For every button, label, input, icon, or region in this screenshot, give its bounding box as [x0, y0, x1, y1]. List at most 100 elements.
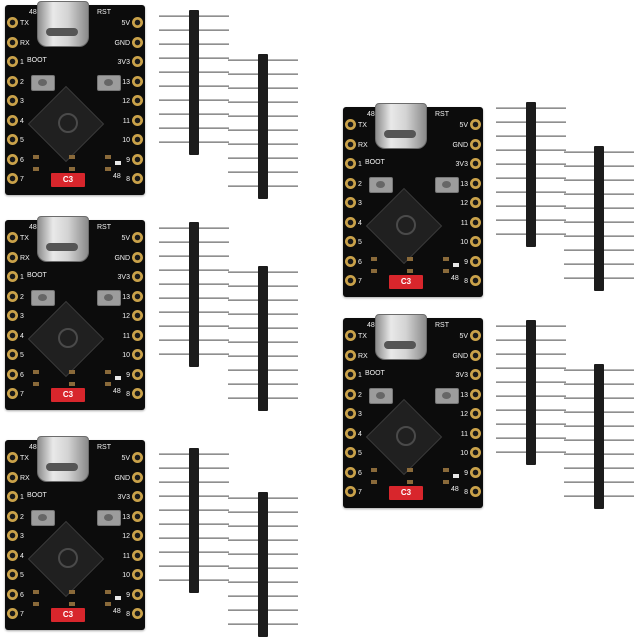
pin-label-left: 7 [20, 611, 24, 618]
pad-left [345, 388, 356, 400]
smd-component [33, 590, 39, 594]
pad-right [132, 608, 143, 619]
status-led [453, 474, 459, 478]
pin-label-right: 11 [460, 219, 468, 227]
smd-component [105, 602, 111, 606]
usb-c-connector[interactable] [37, 216, 89, 262]
pin-header [228, 54, 298, 199]
pin-label-right: GND [114, 39, 130, 47]
pin-header-plastic [258, 266, 268, 411]
usb-c-connector[interactable] [375, 103, 427, 149]
reset-button[interactable] [97, 510, 121, 526]
pin-label-left: 1 [358, 161, 362, 168]
pin-label-left: 6 [20, 591, 24, 599]
silk-top-left: 48 [29, 224, 37, 231]
smd-component [69, 602, 75, 606]
pad-left [7, 232, 18, 243]
reset-button[interactable] [97, 75, 121, 91]
pin-label-left: RX [20, 39, 30, 47]
pin-label-right: 3V3 [117, 59, 130, 66]
pad-left [7, 491, 18, 502]
silk-top-right: RST [435, 322, 449, 329]
pin-label-left: RX [358, 141, 368, 149]
pad-right [132, 56, 143, 67]
pad-right [470, 427, 481, 439]
pad-left [7, 349, 18, 360]
pin-label-left: RX [358, 352, 368, 360]
pin-label-right: 13 [460, 180, 468, 188]
pin-label-left: TX [358, 122, 367, 129]
pad-right [132, 349, 143, 360]
pin-header [564, 146, 634, 291]
pad-left [7, 290, 18, 302]
pad-left [7, 173, 18, 184]
pin-label-left: 4 [20, 332, 24, 340]
reset-button[interactable] [435, 177, 459, 193]
pad-left [7, 153, 18, 165]
smd-component [69, 370, 75, 374]
pad-right [470, 255, 481, 267]
pad-left [7, 95, 18, 106]
boot-button[interactable] [31, 290, 55, 306]
pin-label-right: 10 [460, 450, 468, 457]
pad-right [470, 275, 481, 286]
pin-label-right: GND [452, 352, 468, 360]
silk-top-left: 48 [367, 111, 375, 118]
pin-label-right: 9 [126, 371, 130, 379]
silk-top-left: 48 [367, 322, 375, 329]
pad-left [345, 330, 356, 341]
pin-header [159, 10, 229, 155]
pad-left [345, 236, 356, 247]
pad-right [132, 388, 143, 399]
smd-component [443, 269, 449, 273]
pin-header [564, 364, 634, 509]
pin-label-right: 13 [122, 78, 130, 86]
led-label: 48 [113, 388, 121, 395]
pin-label-left: 2 [20, 513, 24, 521]
smd-component [407, 480, 413, 484]
pad-left [7, 471, 18, 483]
boot-button[interactable] [369, 388, 393, 404]
pin-label-left: 7 [20, 391, 24, 398]
pad-left [7, 569, 18, 580]
pad-right [132, 569, 143, 580]
boot-label: BOOT [27, 272, 47, 279]
pad-right [470, 330, 481, 341]
pad-left [345, 216, 356, 228]
boot-button[interactable] [31, 510, 55, 526]
pin-label-left: 1 [20, 494, 24, 501]
reset-button[interactable] [435, 388, 459, 404]
pad-left [7, 56, 18, 67]
usb-c-connector[interactable] [37, 436, 89, 482]
smd-component [371, 269, 377, 273]
led-label: 48 [451, 275, 459, 282]
boot-button[interactable] [369, 177, 393, 193]
smd-component [69, 167, 75, 171]
pad-right [132, 114, 143, 126]
usb-c-connector[interactable] [375, 314, 427, 360]
smd-component [105, 590, 111, 594]
smd-component [33, 602, 39, 606]
pad-left [7, 75, 18, 87]
pin-label-left: 3 [20, 533, 24, 540]
pin-label-right: 11 [122, 117, 130, 125]
antenna-label: C3 [51, 388, 85, 402]
pad-right [470, 197, 481, 208]
pad-left [7, 510, 18, 522]
pad-left [345, 197, 356, 208]
reset-button[interactable] [97, 290, 121, 306]
antenna-label: C3 [51, 173, 85, 187]
pad-right [132, 530, 143, 541]
pin-label-left: RX [20, 254, 30, 262]
pin-header-plastic [258, 492, 268, 637]
usb-c-connector[interactable] [37, 1, 89, 47]
pad-right [132, 310, 143, 321]
pin-label-left: 3 [20, 98, 24, 105]
boot-button[interactable] [31, 75, 55, 91]
pin-header [496, 102, 566, 247]
pin-label-right: 9 [126, 156, 130, 164]
pad-right [132, 75, 143, 87]
pin-label-right: 12 [122, 98, 130, 105]
silk-top-left: 48 [29, 444, 37, 451]
